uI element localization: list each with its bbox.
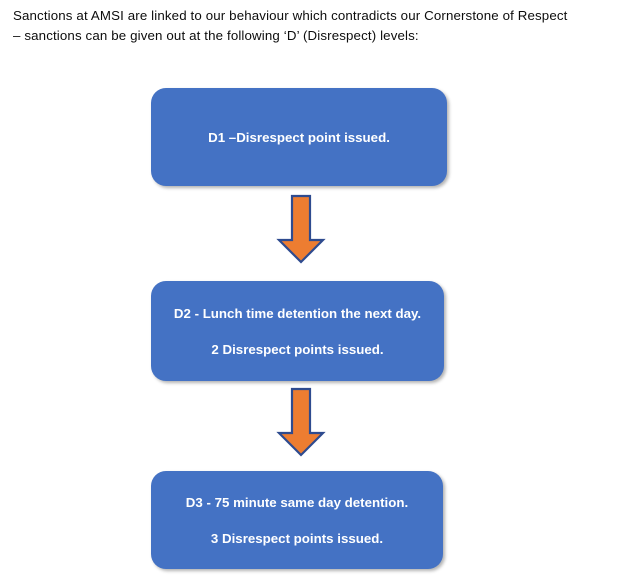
- flow-box-d3-line-2: 3 Disrespect points issued.: [210, 530, 384, 546]
- flow-box-d1-line-1: D1 –Disrespect point issued.: [208, 129, 390, 145]
- down-arrow-icon-d2-d3: [276, 387, 326, 457]
- flow-box-d2: D2 - Lunch time detention the next day. …: [151, 281, 444, 381]
- intro-line-2: – sanctions can be given out at the foll…: [13, 28, 419, 43]
- flow-box-d3: D3 - 75 minute same day detention. 3 Dis…: [151, 471, 443, 569]
- flow-box-d2-line-1: D2 - Lunch time detention the next day.: [173, 305, 422, 321]
- flow-box-d3-line-1: D3 - 75 minute same day detention.: [185, 494, 409, 510]
- intro-line-1: Sanctions at AMSI are linked to our beha…: [13, 8, 568, 23]
- flow-box-d2-line-2: 2 Disrespect points issued.: [211, 341, 384, 357]
- intro-paragraph: Sanctions at AMSI are linked to our beha…: [13, 6, 625, 46]
- flow-box-d1: D1 –Disrespect point issued.: [151, 88, 447, 186]
- down-arrow-icon-d1-d2: [276, 194, 326, 264]
